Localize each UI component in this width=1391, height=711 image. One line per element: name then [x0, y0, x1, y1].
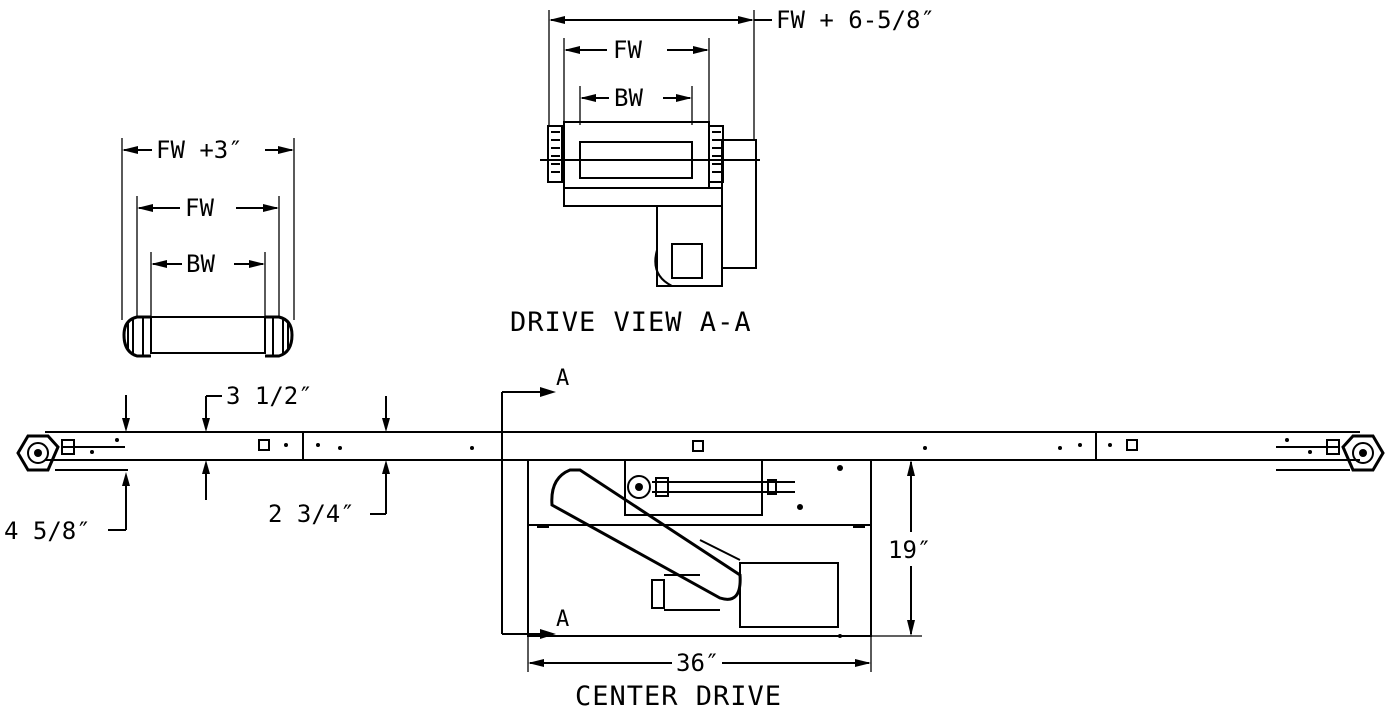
bw-label-drive-view: BW [614, 84, 643, 112]
section-a-top-label: A [556, 366, 569, 391]
dim-2-3-4-label: 2 3/4″ [268, 500, 355, 528]
end-view: FW +3″ FW BW [121, 136, 295, 358]
dim-36: 36″ [527, 636, 872, 677]
drive-frame [540, 121, 760, 207]
bw-dimension-end-view: BW [151, 250, 265, 278]
dim-3-1-2-label: 3 1/2″ [226, 382, 313, 410]
fw-label-drive-view: FW [613, 36, 642, 64]
right-tail-pulley [1276, 434, 1385, 472]
dim-19-label: 19″ [888, 536, 931, 564]
drive-view-caption: DRIVE VIEW A-A [510, 307, 752, 338]
dim-4-5-8: 4 5/8″ [4, 395, 130, 545]
center-drive-unit [527, 459, 872, 638]
fw-plus-3-label: FW +3″ [156, 136, 243, 164]
fw-plus-658-dimension: FW + 6-5/8″ [549, 6, 935, 34]
dim-4-5-8-label: 4 5/8″ [4, 517, 91, 545]
dim-3-1-2: 3 1/2″ [202, 382, 313, 500]
bw-dimension-drive-view: BW [580, 84, 692, 112]
drive-view-a-a: FW + 6-5/8″ FW BW [510, 6, 935, 338]
fw-dimension-end-view: FW [137, 194, 279, 222]
section-a-bottom-label: A [556, 607, 569, 632]
dim-2-3-4: 2 3/4″ [268, 396, 390, 528]
left-tail-pulley [16, 434, 125, 472]
drive-motor [654, 139, 757, 287]
dim-36-label: 36″ [676, 649, 719, 677]
fw-plus-658-label: FW + 6-5/8″ [776, 6, 935, 34]
center-drive-caption: CENTER DRIVE [575, 681, 782, 711]
fw-dimension-drive-view: FW [564, 36, 709, 64]
conveyor-side-view: A A 4 5/8″ 3 1/2″ 2 3/4 [4, 366, 1385, 711]
fw-plus-3-dimension: FW +3″ [122, 136, 294, 164]
bw-label-end-view: BW [186, 250, 215, 278]
section-line-a-a: A A [501, 366, 569, 639]
end-roller [122, 315, 294, 358]
fw-label-end-view: FW [185, 194, 214, 222]
dim-19: 19″ [872, 459, 931, 637]
